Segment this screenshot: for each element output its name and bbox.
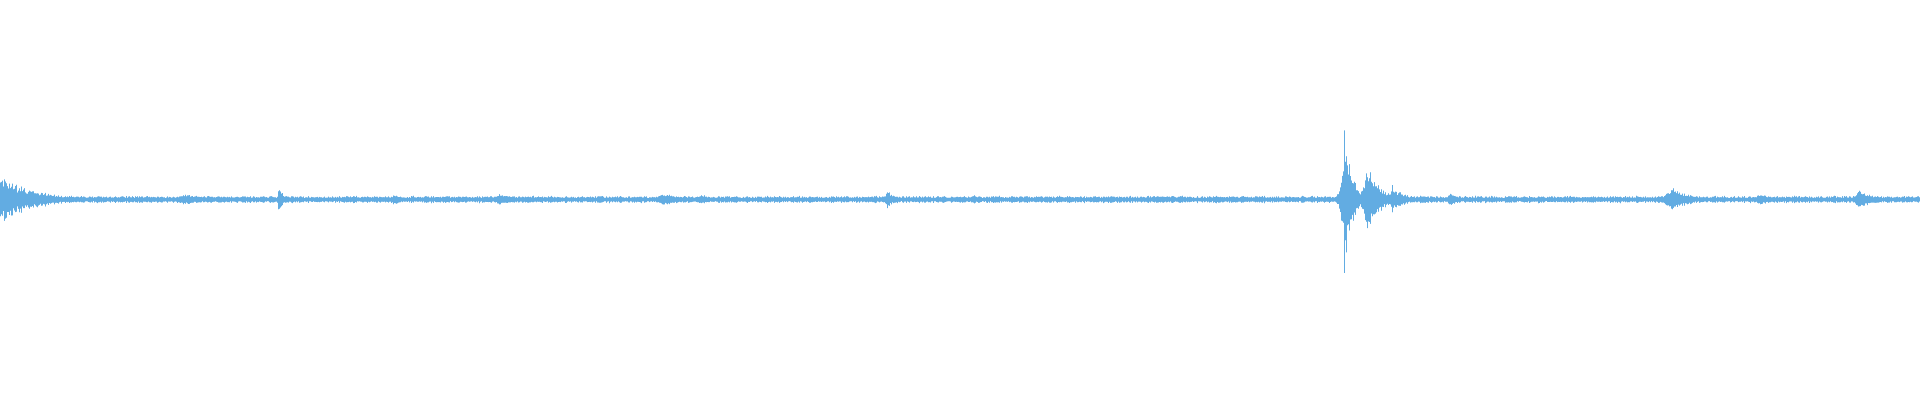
waveform-samples — [0, 130, 1920, 273]
waveform-trace — [0, 130, 1920, 273]
